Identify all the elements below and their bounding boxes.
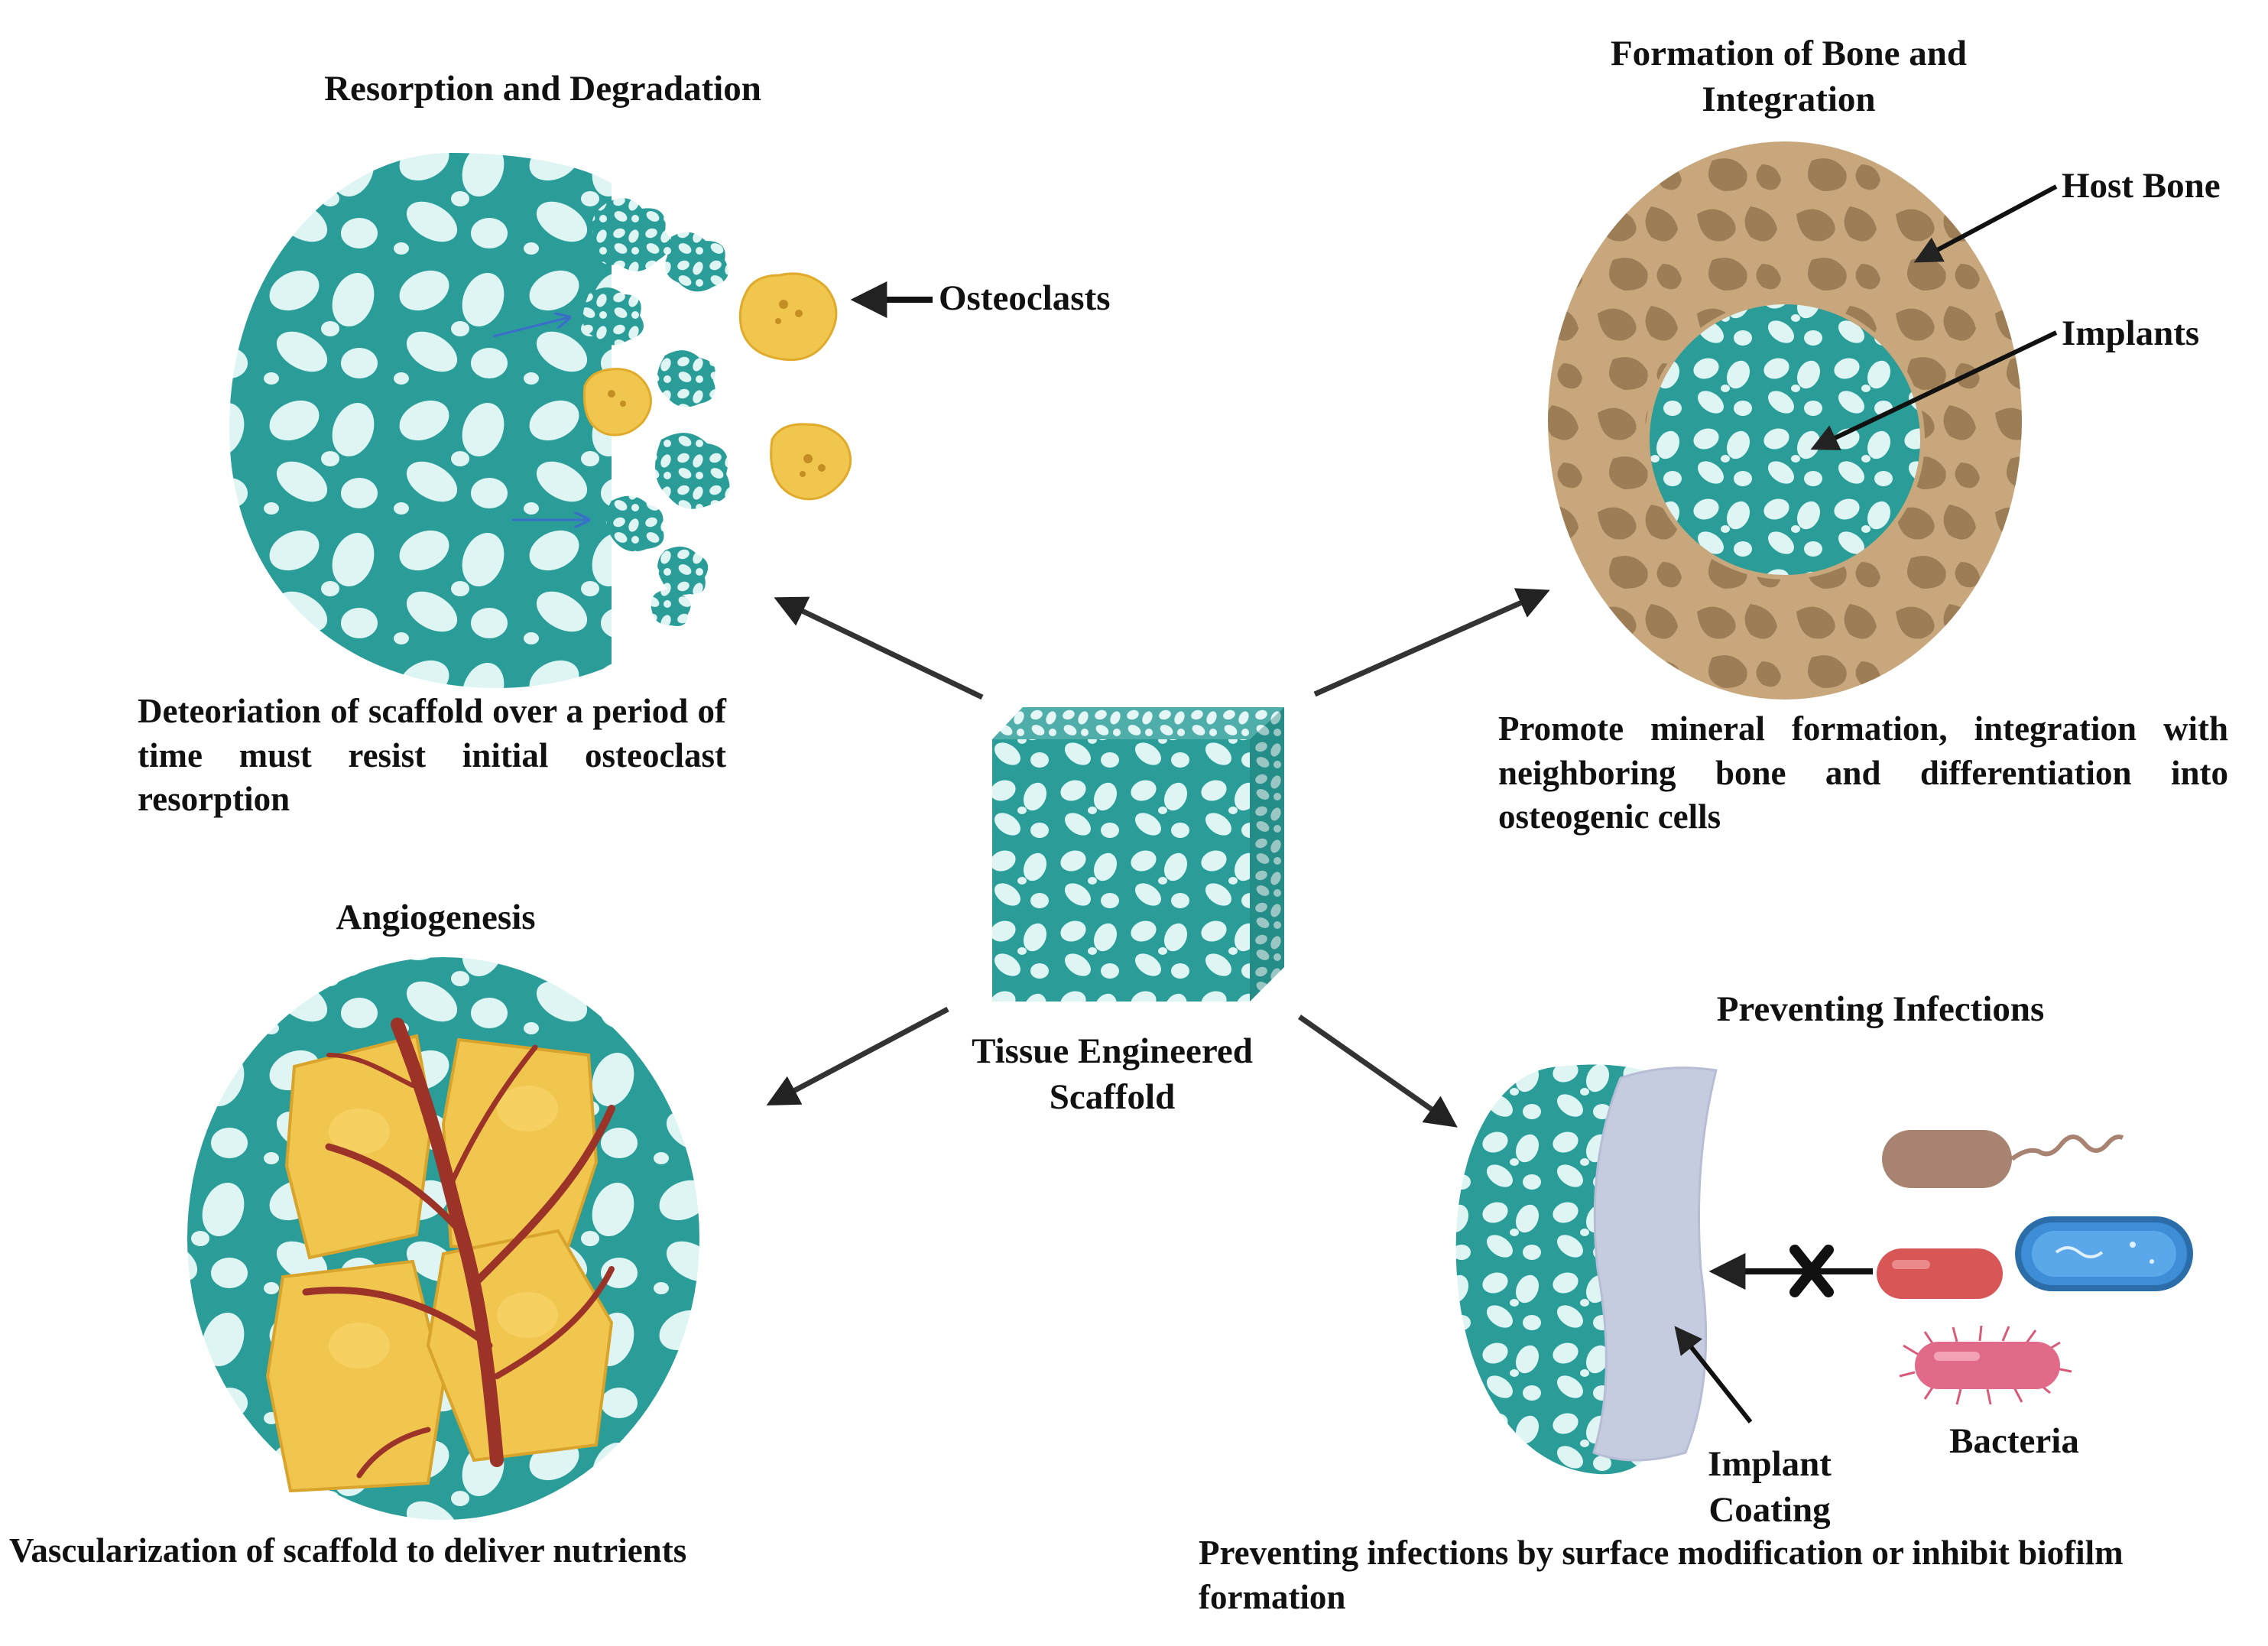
infections-description: Preventing infections by surface modific…: [1199, 1534, 2124, 1616]
cube-side-face: [1250, 707, 1284, 1002]
bone-formation-title: Formation of Bone and Integration: [1610, 34, 1968, 120]
blood-vessels: [302, 1018, 615, 1479]
bacteria-group: [1877, 1130, 2193, 1405]
scaffold-label: Tissue Engineered Scaffold: [972, 1031, 1253, 1118]
bacterium-flagellated: [1882, 1130, 2012, 1188]
osteoclast-nuclei: [608, 300, 826, 477]
osteoclast-cells: [582, 272, 852, 501]
arrow-to-bone-formation: [1313, 588, 1550, 697]
infections-title: Preventing Infections: [1716, 989, 2045, 1029]
bone-formation-description: Promote mineral formation, integration w…: [1498, 709, 2228, 836]
implant-coating: [1592, 1066, 1718, 1462]
arrow-to-infections: [1297, 1015, 1458, 1128]
cube-top-face: [992, 707, 1284, 739]
host-bone-pointer-arrow: [1913, 184, 2058, 263]
implants-label: Implants: [2062, 313, 2200, 353]
osteoclasts-label: Osteoclasts: [939, 278, 1111, 318]
angiogenesis-panel: [187, 957, 699, 1520]
implant-scaffold: [1647, 302, 1922, 577]
implant-coating-label: Implant Coating: [1708, 1444, 1832, 1531]
implants-pointer-arrow: [1810, 330, 2058, 450]
arrow-to-angiogenesis: [766, 1006, 949, 1105]
blue-arrow-upper: [492, 317, 569, 338]
host-bone-label: Host Bone: [2062, 166, 2221, 206]
degrading-scaffold: [229, 153, 612, 688]
bacterium-red: [1877, 1248, 2003, 1299]
cube-front-face: [992, 739, 1250, 1002]
connector-arrows: [766, 588, 1550, 1128]
block-x-icon: [1789, 1245, 1834, 1297]
bacterium-pink: [1915, 1342, 2060, 1389]
infections-panel: [1455, 1064, 2193, 1475]
angiogenesis-title: Angiogenesis: [336, 898, 536, 937]
resorption-panel: [229, 153, 933, 688]
bacteria-label: Bacteria: [1949, 1421, 2079, 1461]
coating-pointer-arrow: [1674, 1326, 1753, 1424]
scaffold-fragments: [582, 198, 730, 626]
bone-formation-panel: [1548, 141, 2058, 700]
resorption-title: Resorption and Degradation: [324, 69, 761, 109]
resorption-description: Deteoriation of scaffold over a period o…: [138, 692, 726, 819]
arrow-to-resorption: [774, 596, 984, 700]
scaffold-cube: [992, 707, 1284, 1002]
angiogenesis-description: Vascularization of scaffold to deliver n…: [9, 1531, 687, 1570]
